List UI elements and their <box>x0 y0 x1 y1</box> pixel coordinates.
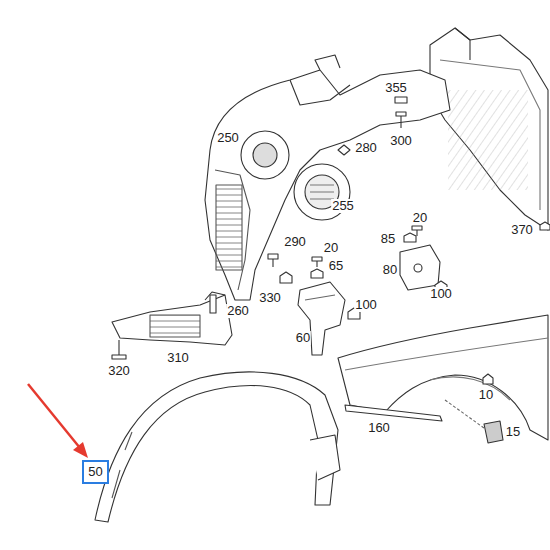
callout-number: 290 <box>283 235 307 249</box>
callout-number: 10 <box>478 388 494 402</box>
callout-number: 280 <box>354 141 378 155</box>
callout-number: 370 <box>510 223 534 237</box>
callout-number: 50 <box>88 465 102 479</box>
callout-number: 80 <box>382 263 398 277</box>
callout-number: 20 <box>412 211 428 225</box>
callout-number: 310 <box>166 351 190 365</box>
callout-number: 100 <box>354 298 378 312</box>
callout-number: 160 <box>367 421 391 435</box>
callout-number: 320 <box>107 364 131 378</box>
callout-number: 100 <box>429 287 453 301</box>
highlight-box: 50 <box>82 460 109 484</box>
callout-number: 20 <box>323 241 339 255</box>
callout-number: 255 <box>331 199 355 213</box>
callout-number: 300 <box>389 134 413 148</box>
callout-number: 330 <box>258 291 282 305</box>
callout-number: 250 <box>216 131 240 145</box>
callout-number: 65 <box>328 259 344 273</box>
callout-number: 355 <box>384 81 408 95</box>
callout-number: 85 <box>380 232 396 246</box>
callout-number: 260 <box>226 304 250 318</box>
callout-number: 60 <box>295 331 311 345</box>
callout-number: 15 <box>505 425 521 439</box>
